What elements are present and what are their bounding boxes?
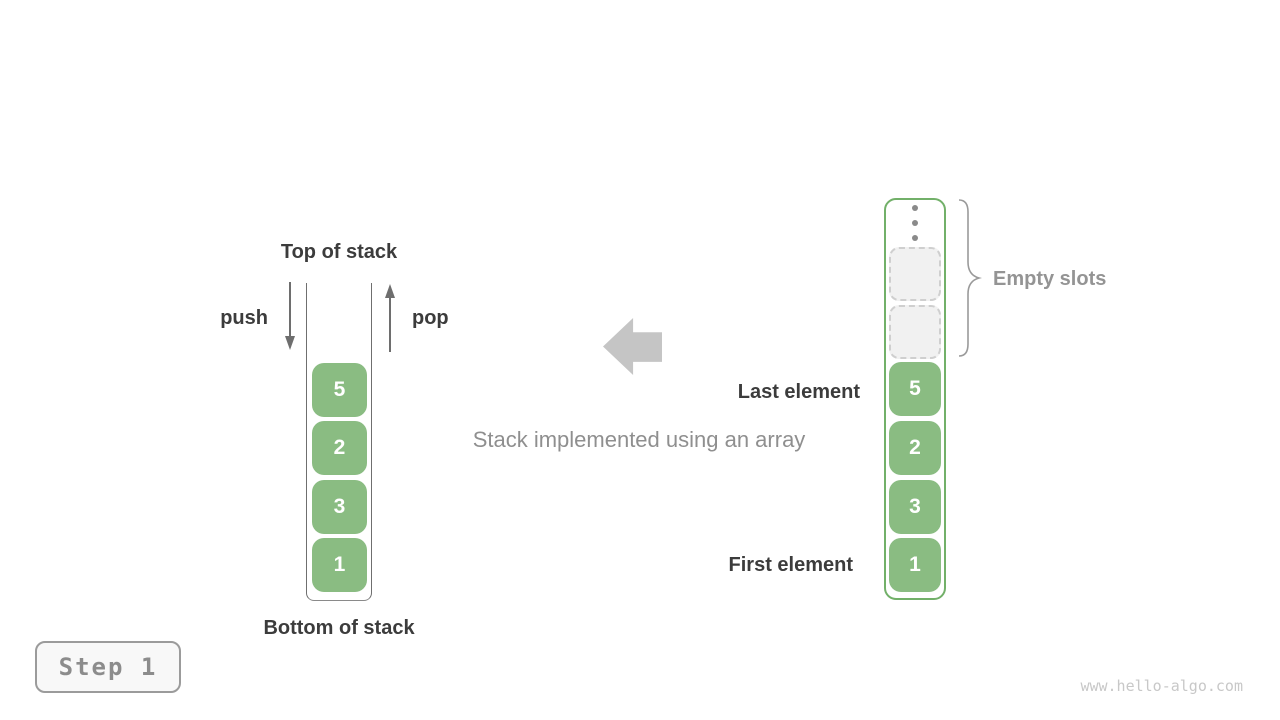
stack-cell: 1 bbox=[312, 538, 367, 592]
array-cell: 2 bbox=[889, 421, 941, 475]
array-cell: 3 bbox=[889, 480, 941, 534]
diagram-caption: Stack implemented using an array bbox=[472, 427, 806, 452]
watermark: www.hello-algo.com bbox=[1080, 677, 1243, 695]
top-of-stack-label: Top of stack bbox=[280, 241, 398, 263]
first-element-label: First element bbox=[728, 554, 853, 576]
stack-cell: 2 bbox=[312, 421, 367, 475]
last-element-label: Last element bbox=[737, 381, 860, 403]
left-block-arrow-icon bbox=[603, 318, 662, 375]
push-label: push bbox=[220, 307, 268, 329]
pop-up-arrow-icon bbox=[384, 282, 396, 357]
empty-slots-label: Empty slots bbox=[993, 268, 1107, 290]
step-badge: Step 1 bbox=[35, 641, 181, 693]
stack-cell: 3 bbox=[312, 480, 367, 534]
ellipsis-icon bbox=[884, 205, 946, 241]
array-cell: 1 bbox=[889, 538, 941, 592]
empty-slot bbox=[889, 305, 941, 359]
stack-cell: 5 bbox=[312, 363, 367, 417]
bottom-of-stack-label: Bottom of stack bbox=[263, 617, 415, 639]
pop-label: pop bbox=[412, 307, 449, 329]
push-down-arrow-icon bbox=[284, 282, 296, 357]
stack-container bbox=[306, 283, 372, 601]
curly-brace-icon bbox=[952, 198, 983, 363]
array-cell: 5 bbox=[889, 362, 941, 416]
empty-slot bbox=[889, 247, 941, 301]
